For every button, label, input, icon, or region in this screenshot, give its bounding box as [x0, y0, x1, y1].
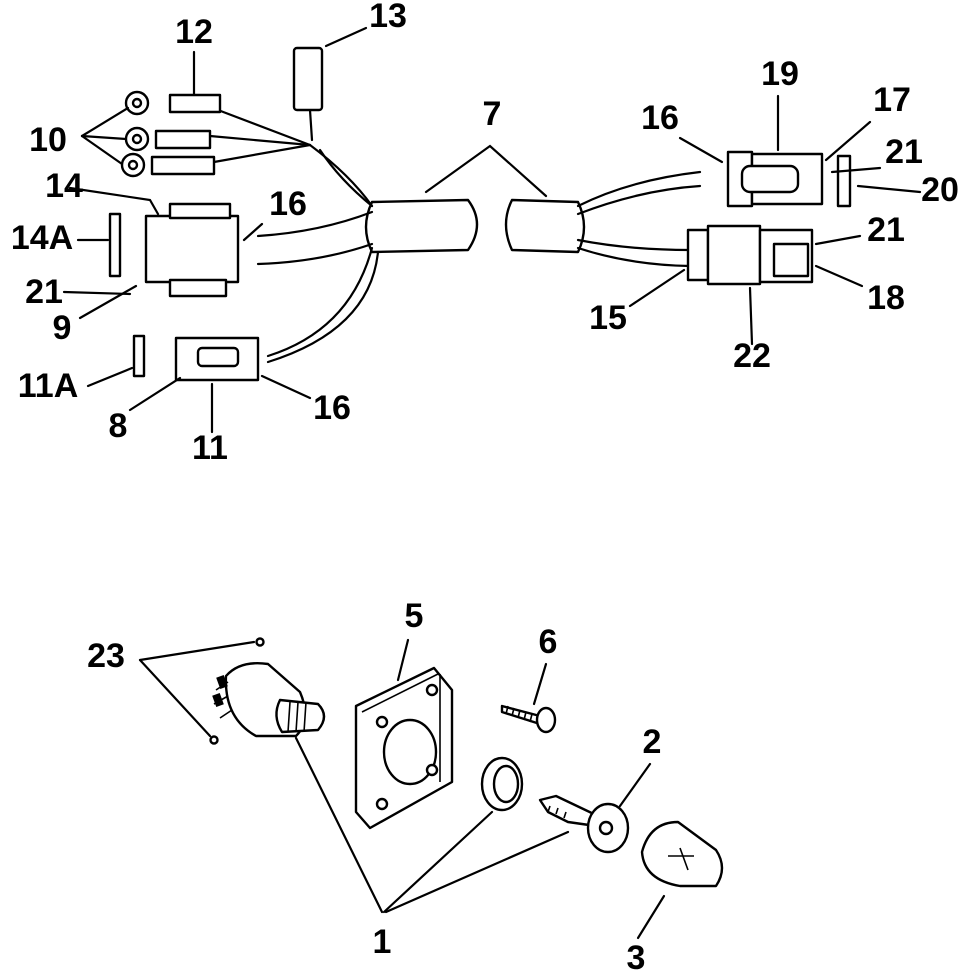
callout-18: 18 [867, 279, 905, 317]
callout-3: 3 [627, 939, 646, 977]
ignition-switch-assembly [138, 637, 724, 940]
callout-16-left-upper: 16 [269, 185, 307, 223]
callout-12: 12 [175, 13, 213, 51]
callout-21-lower-right: 21 [867, 211, 905, 249]
callout-21-upper-right: 21 [885, 133, 923, 171]
callout-19: 19 [761, 55, 799, 93]
callout-21-left: 21 [25, 273, 63, 311]
callout-6: 6 [539, 623, 558, 661]
key [538, 794, 630, 854]
callout-13: 13 [369, 0, 407, 35]
callout-17: 17 [873, 81, 911, 119]
mounting-plate [354, 666, 454, 830]
main-cable-left [364, 198, 479, 254]
connector-13 [292, 46, 324, 112]
callout-10: 10 [29, 121, 67, 159]
ignition-switch [209, 637, 326, 745]
key-cap [640, 820, 724, 888]
callout-11a: 11A [18, 367, 79, 405]
callout-15: 15 [589, 299, 627, 337]
callout-8: 8 [109, 407, 128, 445]
screw [500, 704, 557, 734]
callout-labels: 12 13 10 14 14A 21 9 16 7 11A 8 11 16 16… [11, 0, 959, 977]
callout-9: 9 [53, 309, 72, 347]
callout-22: 22 [733, 337, 771, 375]
callout-16-left-lower: 16 [313, 389, 351, 427]
callout-14: 14 [45, 167, 83, 205]
callout-16-right: 16 [641, 99, 679, 137]
connector-11 [132, 334, 260, 382]
callout-11: 11 [192, 429, 228, 467]
callout-2: 2 [643, 723, 662, 761]
wiring-harness [62, 26, 922, 434]
callout-14a: 14A [11, 219, 73, 257]
callout-7: 7 [483, 95, 502, 133]
callout-1: 1 [373, 923, 392, 961]
callout-20: 20 [921, 171, 959, 209]
connector-14 [108, 202, 240, 298]
connector-22 [686, 224, 814, 286]
connector-19 [726, 150, 852, 208]
nut [480, 756, 524, 812]
callout-5: 5 [405, 597, 424, 635]
ring-terminals [120, 90, 222, 178]
callout-23: 23 [87, 637, 125, 675]
main-cable-right [504, 198, 586, 254]
